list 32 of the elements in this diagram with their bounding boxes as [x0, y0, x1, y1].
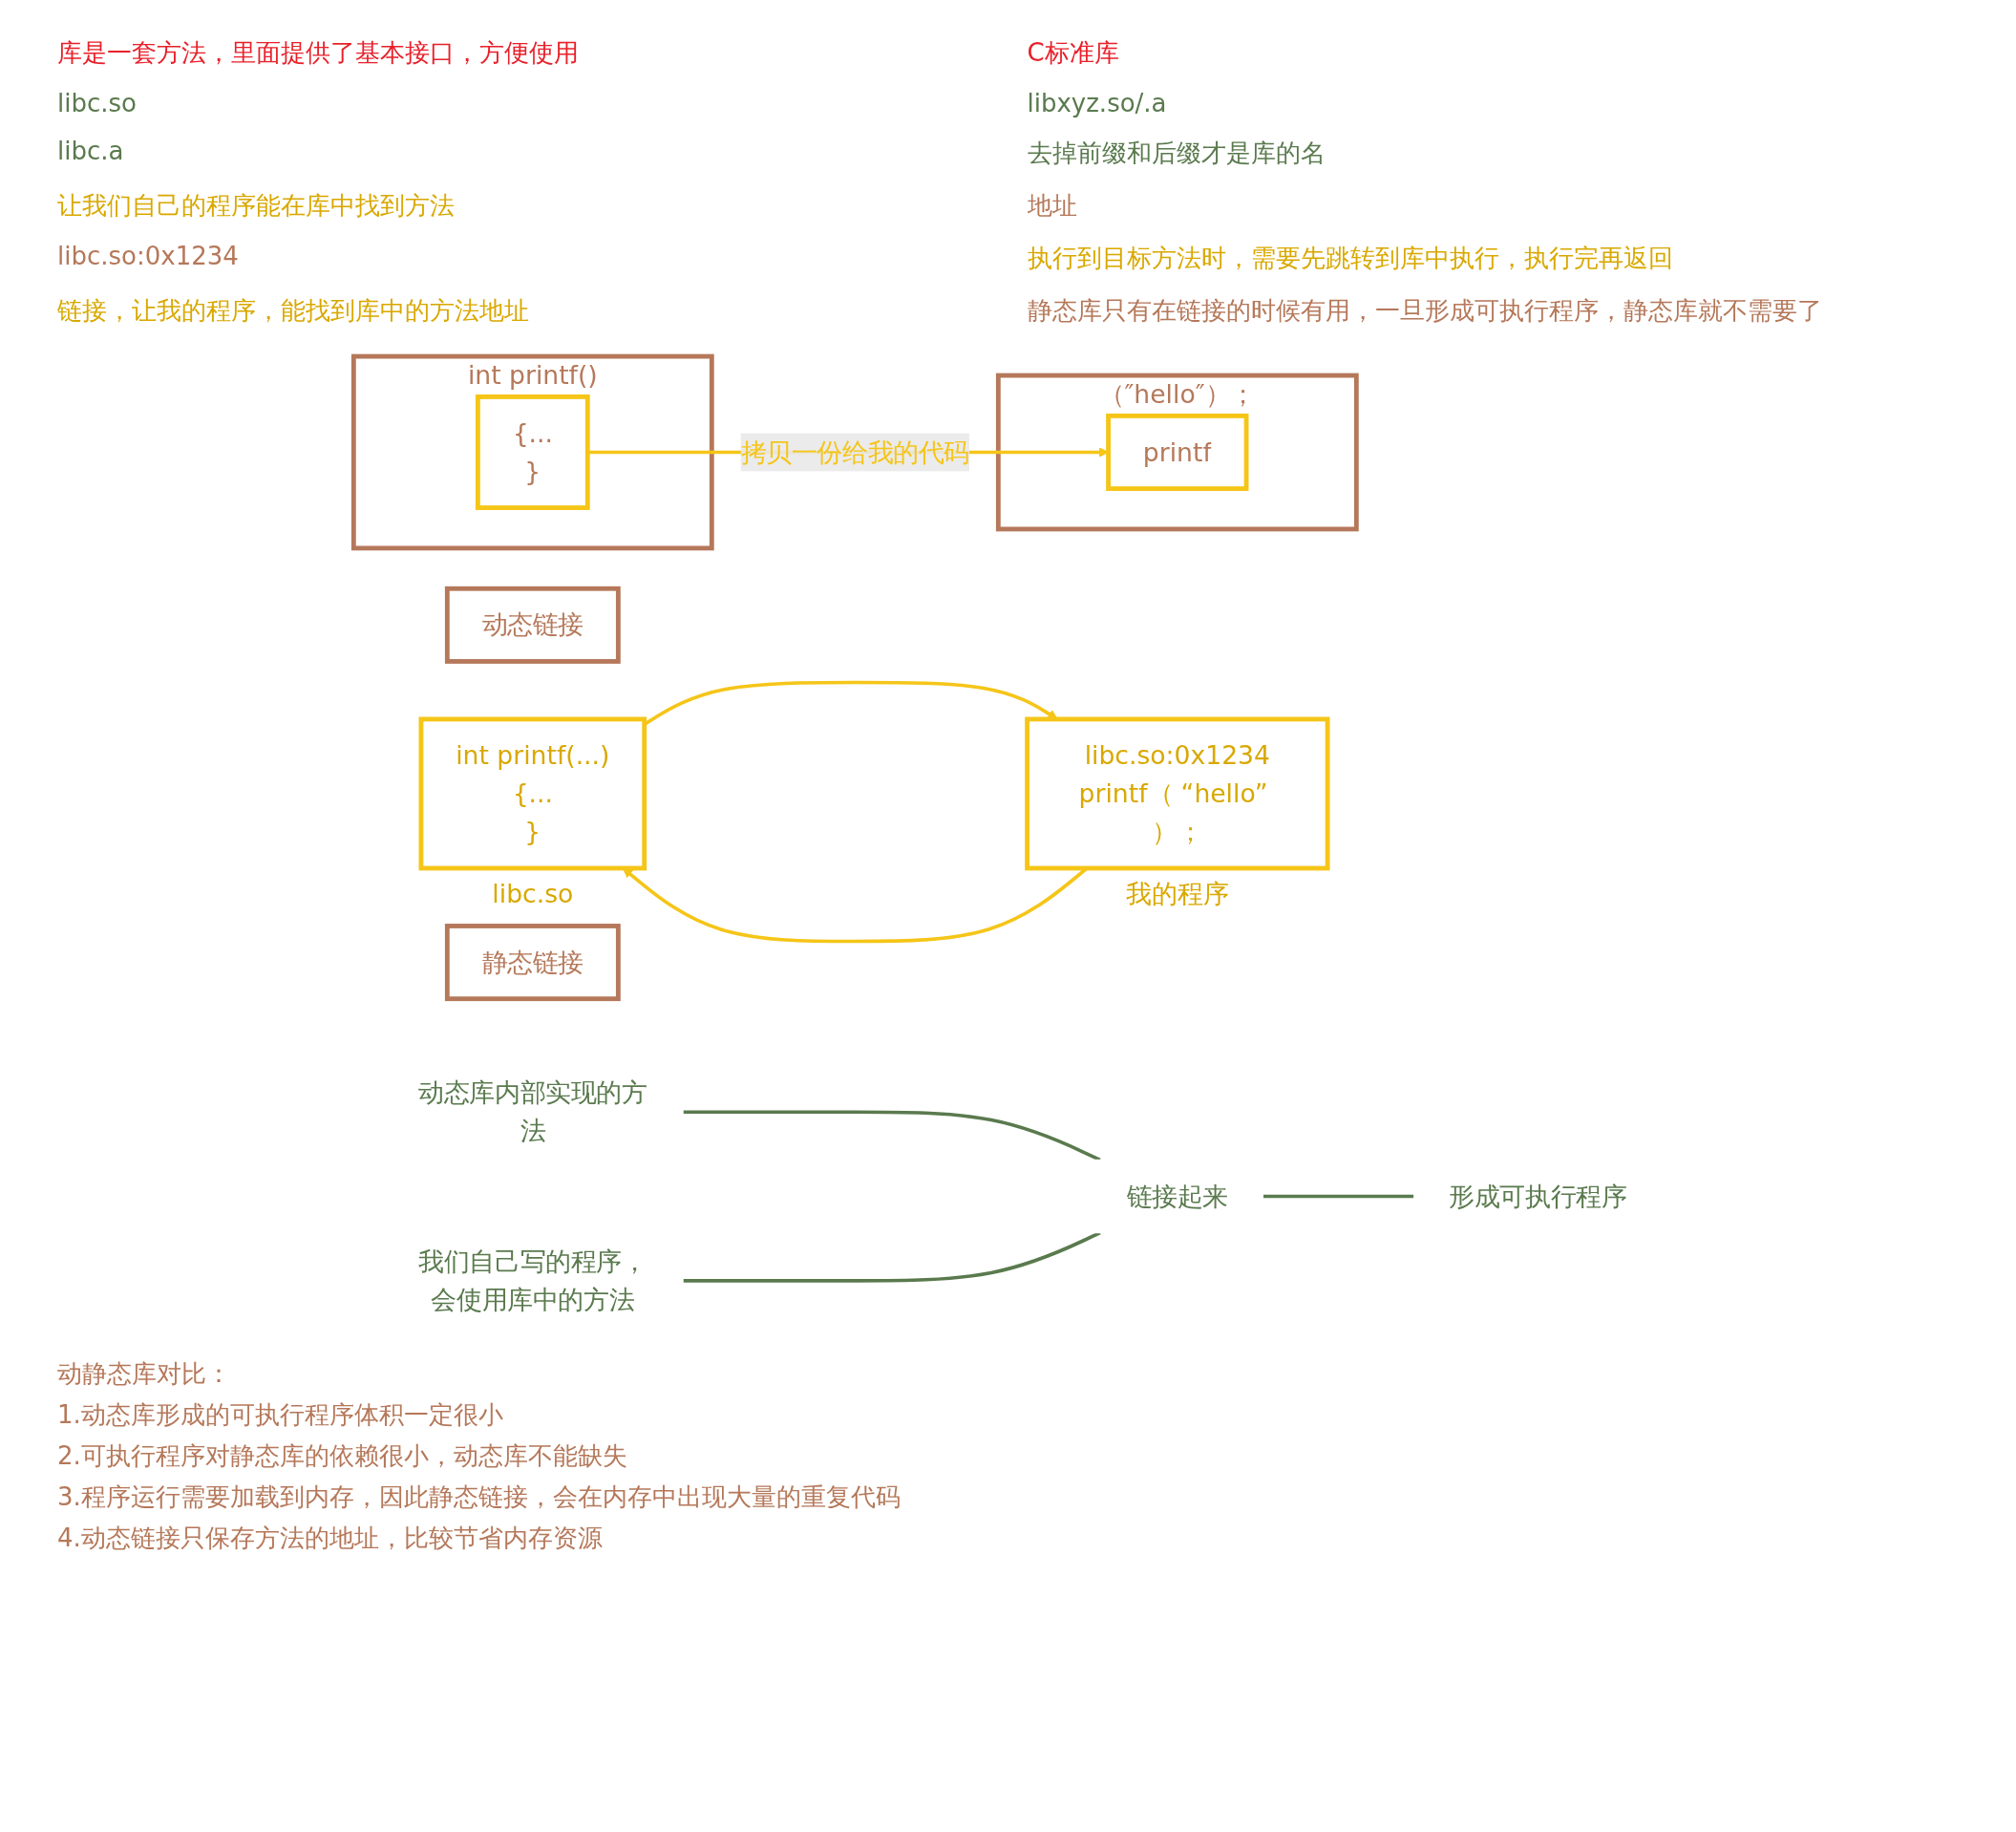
note-text: 库是一套方法，里面提供了基本接口，方便使用 — [57, 37, 580, 69]
node-text: 动态库内部实现的方法 — [418, 1078, 647, 1146]
file-name: libc.so — [57, 89, 138, 117]
file-name: libc.a — [57, 137, 125, 167]
node-box: libc.so:0x1234 printf（ “hello” ）； — [1025, 716, 1330, 871]
list-item: 3.程序运行需要加载到内存，因此静态链接，会在内存中出现大量的重复代码 — [57, 1481, 902, 1513]
edge-label: 拷贝一份给我的代码 — [740, 437, 970, 467]
note-text: 让我们自己的程序能在库中找到方法 — [57, 190, 456, 222]
address-text: libc.so:0x1234 — [57, 242, 240, 272]
node-box: {... } — [475, 394, 590, 510]
note-text: 地址 — [1027, 190, 1078, 222]
connector — [1263, 1194, 1414, 1199]
list-item: 4.动态链接只保存方法的地址，比较节省内存资源 — [57, 1523, 604, 1554]
note-text: 去掉前缀和后缀才是库的名 — [1027, 138, 1326, 169]
note-text: 链接，让我的程序，能找到库中的方法地址 — [57, 295, 530, 327]
caption-text: 我的程序 — [1125, 879, 1229, 909]
note-text: 执行到目标方法时，需要先跳转到库中执行，执行完再返回 — [1027, 243, 1674, 274]
file-name: libxyz.so/.a — [1027, 89, 1168, 117]
node-box: 静态链接 — [444, 924, 621, 1002]
caption-text: libc.so — [492, 879, 574, 909]
node-box: printf — [1106, 413, 1249, 491]
heading-text: C标准库 — [1027, 37, 1120, 69]
node-box: int printf(...) {... } — [418, 716, 647, 871]
heading-text: 动静态库对比： — [57, 1358, 232, 1390]
node-text: 我们自己写的程序，会使用库中的方法 — [418, 1246, 647, 1314]
note-text: 静态库只有在链接的时候有用，一旦形成可执行程序，静态库就不需要了 — [1027, 295, 1823, 327]
node-box: 动态链接 — [444, 586, 621, 664]
node-text: 形成可执行程序 — [1449, 1182, 1627, 1211]
list-item: 2.可执行程序对静态库的依赖很小，动态库不能缺失 — [57, 1440, 628, 1472]
list-item: 1.动态库形成的可执行程序体积一定很小 — [57, 1399, 504, 1431]
connector — [683, 1231, 1101, 1283]
node-text: 链接起来 — [1126, 1182, 1229, 1211]
